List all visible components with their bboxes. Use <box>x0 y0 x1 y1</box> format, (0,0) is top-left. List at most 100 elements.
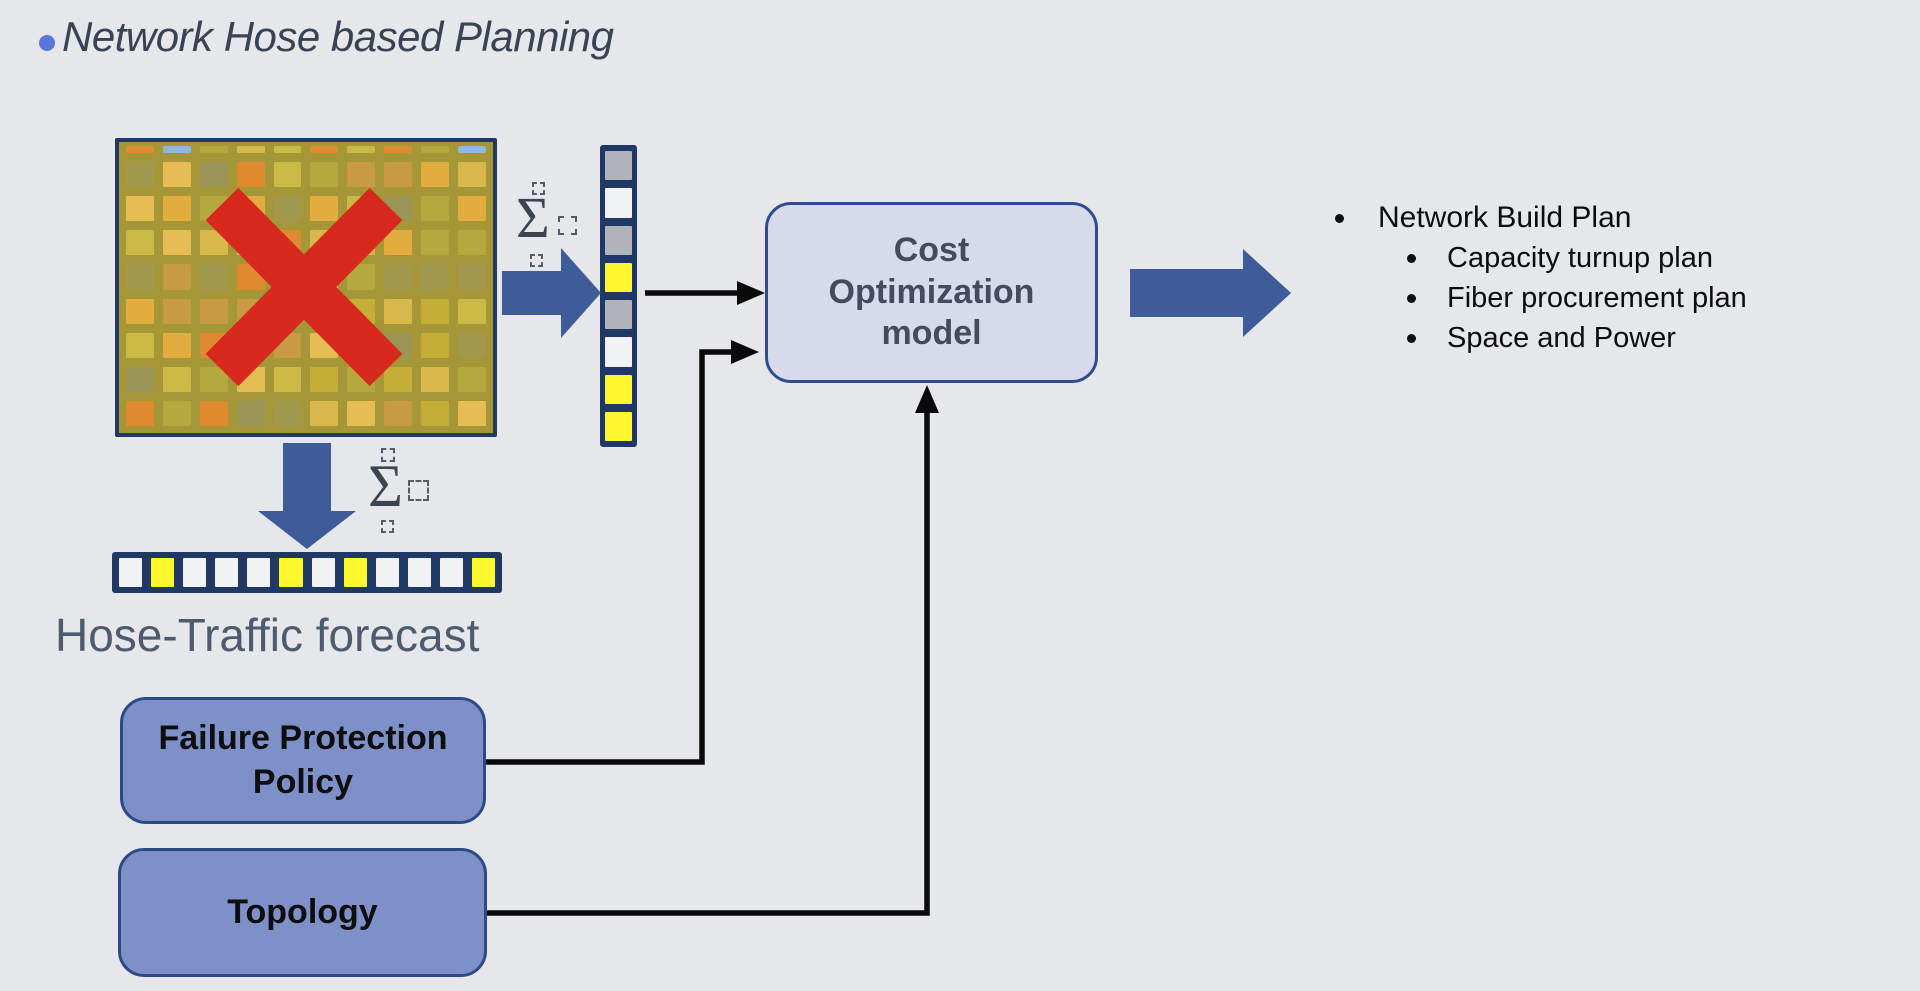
dashed-box-icon <box>408 480 429 501</box>
matrix-cell <box>199 298 228 324</box>
vector-cell-white <box>119 558 143 587</box>
matrix-cell <box>458 400 486 426</box>
matrix-cell <box>458 196 486 222</box>
matrix-cell <box>273 146 302 153</box>
matrix-cell <box>310 366 339 392</box>
matrix-cell <box>421 146 450 153</box>
matrix-cell <box>199 264 228 290</box>
vector-cell-yellow <box>151 558 175 587</box>
bullet-icon <box>1407 293 1416 303</box>
vector-cell-white <box>439 558 463 587</box>
sigma-icon: Σ <box>516 185 550 250</box>
dashed-box-icon <box>530 254 543 267</box>
matrix-cell <box>310 196 339 222</box>
vector-cell-yellow <box>471 558 495 587</box>
vector-cell-yellow <box>605 262 632 292</box>
failure-protection-policy-label: Failure Protection Policy <box>158 718 448 801</box>
matrix-cell <box>421 400 450 426</box>
matrix-cell <box>162 332 191 358</box>
hose-row-vector <box>112 552 502 593</box>
vector-cell-gray <box>605 151 632 181</box>
matrix-cell <box>384 400 413 426</box>
matrix-cell <box>199 162 228 188</box>
matrix-cell <box>273 366 302 392</box>
cost-optimization-model-label: Cost Optimization model <box>828 231 1035 353</box>
vector-cell-white <box>183 558 207 587</box>
matrix-cell <box>126 146 154 153</box>
vector-cell-yellow <box>605 411 632 441</box>
matrix-cell <box>199 400 228 426</box>
dashed-box-icon <box>532 182 545 195</box>
matrix-cell <box>347 162 376 188</box>
cost-optimization-model-box: Cost Optimization model <box>765 202 1098 383</box>
arrowhead-icon <box>915 385 939 413</box>
output-item: Capacity turnup plan <box>1447 241 1713 274</box>
matrix-cell <box>126 332 154 358</box>
matrix-cell <box>310 400 339 426</box>
matrix-cell <box>384 146 413 153</box>
hose-traffic-forecast-label: Hose-Traffic forecast <box>55 609 480 661</box>
matrix-cell <box>126 230 154 256</box>
hose-column-vector <box>600 145 637 447</box>
vector-cell-white <box>605 188 632 218</box>
list-item: Capacity turnup plan <box>1325 238 1747 278</box>
matrix-cell <box>236 146 265 153</box>
list-item: Space and Power <box>1325 318 1747 358</box>
matrix-cell <box>273 162 302 188</box>
vector-cell-gray <box>605 300 632 330</box>
red-cross-icon <box>205 187 403 387</box>
matrix-cell <box>126 400 154 426</box>
matrix-cell <box>421 298 450 324</box>
matrix-cell <box>126 196 154 222</box>
vector-cell-white <box>215 558 239 587</box>
traffic-matrix <box>115 138 497 437</box>
arrowhead-icon <box>737 281 765 305</box>
output-item: Space and Power <box>1447 321 1676 354</box>
matrix-cell <box>199 146 228 153</box>
matrix-cell <box>126 162 154 188</box>
matrix-cell <box>162 196 191 222</box>
matrix-cell <box>458 162 486 188</box>
vector-cell-white <box>311 558 335 587</box>
vector-cell-white <box>247 558 271 587</box>
matrix-cell <box>458 230 486 256</box>
vector-cell-yellow <box>343 558 367 587</box>
matrix-cell <box>384 162 413 188</box>
matrix-cell <box>310 162 339 188</box>
page-title: Network Hose based Planning <box>62 13 614 60</box>
title-bullet-icon <box>39 35 55 51</box>
matrix-cell <box>458 366 486 392</box>
vector-cell-white <box>407 558 431 587</box>
matrix-cell <box>126 366 154 392</box>
matrix-cell <box>347 146 376 153</box>
matrix-cell <box>421 196 450 222</box>
vector-cell-yellow <box>279 558 303 587</box>
dashed-box-icon <box>381 520 394 533</box>
network-build-plan-list: Network Build Plan Capacity turnup plan … <box>1325 198 1747 358</box>
bullet-icon <box>1335 213 1344 223</box>
vector-cell-white <box>605 337 632 367</box>
topology-box: Topology <box>118 848 487 977</box>
matrix-cell <box>421 264 450 290</box>
matrix-cell <box>458 146 486 153</box>
dashed-box-icon <box>381 448 395 462</box>
sum-symbol-right: Σ <box>516 182 586 274</box>
matrix-cell <box>458 332 486 358</box>
topology-label: Topology <box>227 892 378 931</box>
matrix-cell <box>458 264 486 290</box>
bullet-icon <box>1407 253 1416 263</box>
arrow-matrix-down-icon <box>258 443 356 549</box>
dashed-box-icon <box>558 216 577 235</box>
matrix-cell <box>126 264 154 290</box>
matrix-cell <box>162 298 191 324</box>
arrow-model-to-output-icon <box>1130 249 1291 337</box>
matrix-cell <box>162 146 191 153</box>
arrowhead-icon <box>731 340 759 364</box>
output-item: Fiber procurement plan <box>1447 281 1747 314</box>
connector-topology-to-model <box>487 409 930 916</box>
sum-symbol-down: Σ <box>368 448 434 542</box>
matrix-cell <box>384 298 413 324</box>
list-item: Fiber procurement plan <box>1325 278 1747 318</box>
matrix-cell <box>273 196 302 222</box>
